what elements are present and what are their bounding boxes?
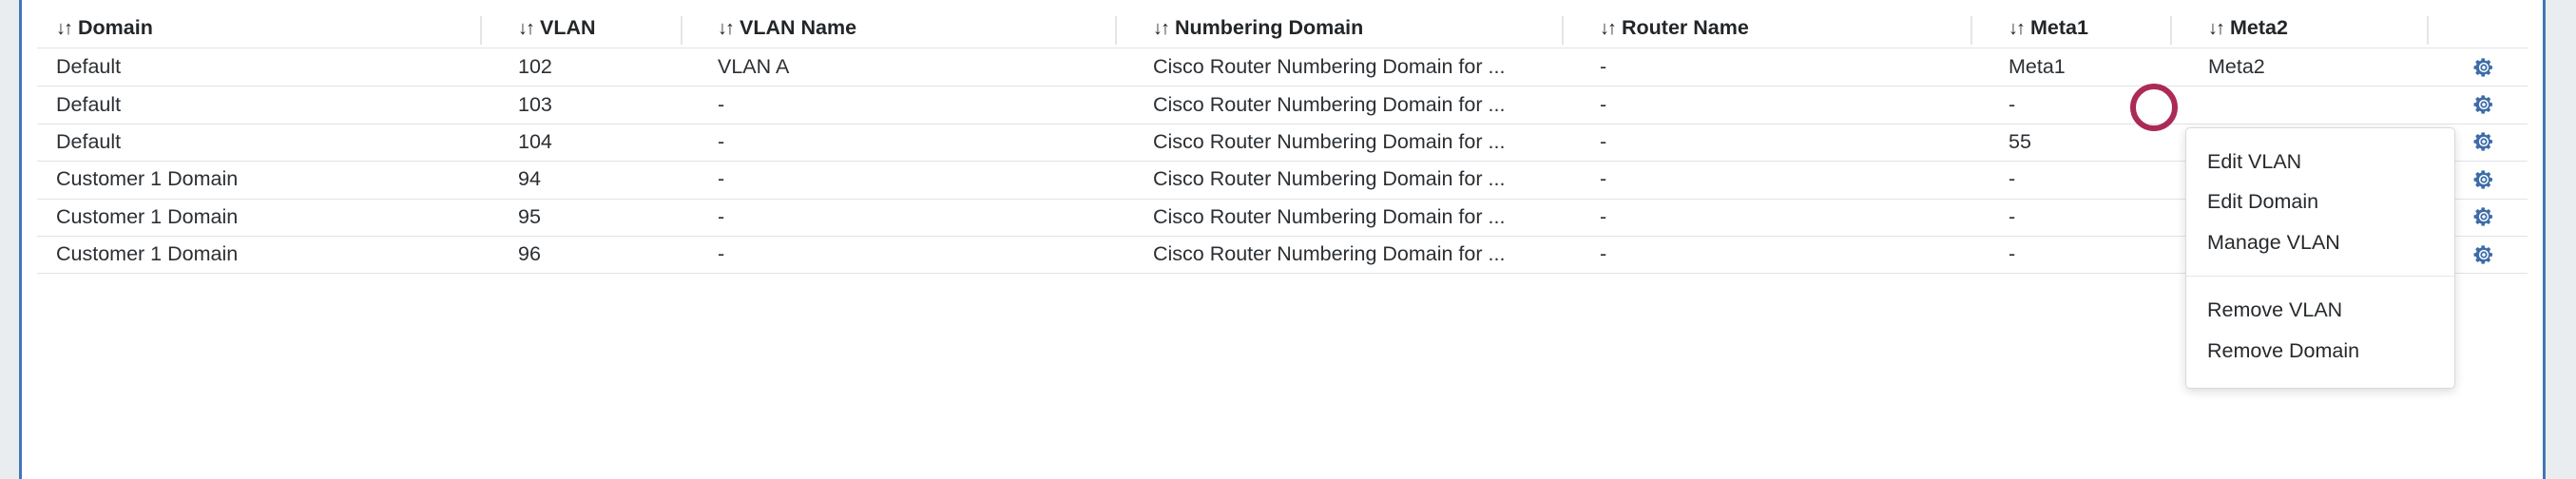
column-header-label: Meta1	[2030, 15, 2088, 39]
column-separator	[681, 16, 682, 45]
cell-vlan_name: -	[718, 242, 725, 266]
cell-router_name: -	[1600, 55, 1607, 79]
cell-router_name: -	[1600, 129, 1607, 153]
sort-icon: ↓↑	[1600, 18, 1617, 39]
menu-item-edit-domain[interactable]: Edit Domain	[2207, 190, 2319, 214]
sort-icon: ↓↑	[2009, 18, 2026, 39]
column-separator	[1970, 16, 1972, 45]
column-header-vlan[interactable]: ↓↑VLAN	[518, 8, 689, 48]
annotation-circle-highlight	[2130, 84, 2178, 131]
cell-vlan: 102	[518, 55, 552, 79]
sort-icon: ↓↑	[1153, 18, 1170, 39]
menu-item-edit-vlan[interactable]: Edit VLAN	[2207, 150, 2302, 173]
row-rule	[37, 236, 2528, 237]
cell-router_name: -	[1600, 242, 1607, 266]
cell-vlan: 103	[518, 92, 552, 116]
row-rule	[37, 273, 2528, 275]
column-header-label: VLAN	[540, 15, 596, 39]
vlan-table-panel: ↓↑Domain↓↑VLAN↓↑VLAN Name↓↑Numbering Dom…	[19, 0, 2546, 479]
column-header-label: Router Name	[1622, 15, 1749, 39]
cell-domain: Customer 1 Domain	[56, 242, 239, 266]
gear-icon	[2473, 245, 2492, 264]
cell-domain: Default	[56, 92, 122, 116]
column-header-router_name[interactable]: ↓↑Router Name	[1600, 8, 1961, 48]
row-rule	[37, 161, 2528, 163]
column-header-numbering_domain[interactable]: ↓↑Numbering Domain	[1153, 8, 1562, 48]
column-separator	[1115, 16, 1117, 45]
column-header-domain[interactable]: ↓↑Domain	[56, 8, 493, 48]
cell-numbering_domain: Cisco Router Numbering Domain for ...	[1153, 204, 1506, 228]
table-row[interactable]: Customer 1 Domain 96 - Cisco Router Numberi…	[22, 236, 2543, 273]
cell-meta1: -	[2009, 92, 2016, 116]
table-header-row: ↓↑Domain↓↑VLAN↓↑VLAN Name↓↑Numbering Dom…	[22, 8, 2543, 48]
row-rule	[37, 123, 2528, 125]
column-header-meta2[interactable]: ↓↑Meta2	[2208, 8, 2417, 48]
cell-vlan_name: -	[718, 204, 725, 228]
column-header-label: Numbering Domain	[1175, 15, 1364, 39]
cell-meta2: Meta2	[2208, 55, 2265, 79]
cell-domain: Customer 1 Domain	[56, 204, 239, 228]
cell-vlan: 94	[518, 167, 541, 191]
gear-icon	[2473, 95, 2492, 114]
cell-numbering_domain: Cisco Router Numbering Domain for ...	[1153, 129, 1506, 153]
row-actions-button[interactable]	[2455, 124, 2512, 161]
column-separator	[1562, 16, 1564, 45]
gear-icon	[2473, 58, 2492, 77]
cell-router_name: -	[1600, 92, 1607, 116]
cell-vlan_name: -	[718, 129, 725, 153]
row-actions-button[interactable]	[2455, 161, 2512, 198]
row-rule	[37, 198, 2528, 200]
gear-icon	[2473, 207, 2492, 226]
column-header-label: Domain	[78, 15, 153, 39]
cell-meta1: -	[2009, 167, 2016, 191]
row-actions-button[interactable]	[2455, 199, 2512, 236]
gear-icon	[2473, 132, 2492, 152]
table-row[interactable]: Default 104 - Cisco Router Numbering Domain…	[22, 124, 2543, 161]
cell-vlan: 104	[518, 129, 552, 153]
cell-meta1: -	[2009, 204, 2016, 228]
cell-vlan_name: VLAN A	[718, 55, 790, 79]
column-separator	[2427, 16, 2429, 45]
table-row[interactable]: Customer 1 Domain 94 - Cisco Router Numberi…	[22, 161, 2543, 198]
column-separator	[480, 16, 482, 45]
cell-vlan_name: -	[718, 92, 725, 116]
cell-domain: Default	[56, 55, 122, 79]
cell-router_name: -	[1600, 204, 1607, 228]
row-actions-button[interactable]	[2455, 48, 2512, 86]
row-actions-button[interactable]	[2455, 236, 2512, 273]
row-actions-button[interactable]	[2455, 86, 2512, 123]
cell-meta1: Meta1	[2009, 55, 2066, 79]
cell-numbering_domain: Cisco Router Numbering Domain for ...	[1153, 242, 1506, 266]
sort-icon: ↓↑	[56, 18, 73, 39]
sort-icon: ↓↑	[2208, 18, 2225, 39]
menu-item-manage-vlan[interactable]: Manage VLAN	[2207, 230, 2340, 254]
cell-numbering_domain: Cisco Router Numbering Domain for ...	[1153, 55, 1506, 79]
cell-meta1: -	[2009, 242, 2016, 266]
cell-domain: Customer 1 Domain	[56, 167, 239, 191]
sort-icon: ↓↑	[518, 18, 535, 39]
table-row[interactable]: Customer 1 Domain 95 - Cisco Router Numberi…	[22, 199, 2543, 236]
cell-vlan_name: -	[718, 167, 725, 191]
cell-numbering_domain: Cisco Router Numbering Domain for ...	[1153, 167, 1506, 191]
table-row[interactable]: Default 103 - Cisco Router Numbering Domain…	[22, 86, 2543, 123]
cell-numbering_domain: Cisco Router Numbering Domain for ...	[1153, 92, 1506, 116]
sort-icon: ↓↑	[718, 18, 735, 39]
column-header-label: VLAN Name	[740, 15, 857, 39]
cell-router_name: -	[1600, 167, 1607, 191]
column-header-meta1[interactable]: ↓↑Meta1	[2009, 8, 2199, 48]
table-row[interactable]: Default 102 VLAN A Cisco Router Numbering D…	[22, 48, 2543, 86]
menu-divider	[2186, 276, 2454, 278]
cell-domain: Default	[56, 129, 122, 153]
menu-item-remove-domain[interactable]: Remove Domain	[2207, 338, 2360, 362]
cell-vlan: 95	[518, 204, 541, 228]
column-separator	[2170, 16, 2172, 45]
gear-icon	[2473, 170, 2492, 189]
column-header-vlan_name[interactable]: ↓↑VLAN Name	[718, 8, 1117, 48]
column-header-label: Meta2	[2230, 15, 2288, 39]
cell-meta2	[2208, 86, 2417, 123]
menu-item-remove-vlan[interactable]: Remove VLAN	[2207, 298, 2343, 322]
cell-vlan: 96	[518, 242, 541, 266]
cell-meta1: 55	[2009, 129, 2031, 153]
